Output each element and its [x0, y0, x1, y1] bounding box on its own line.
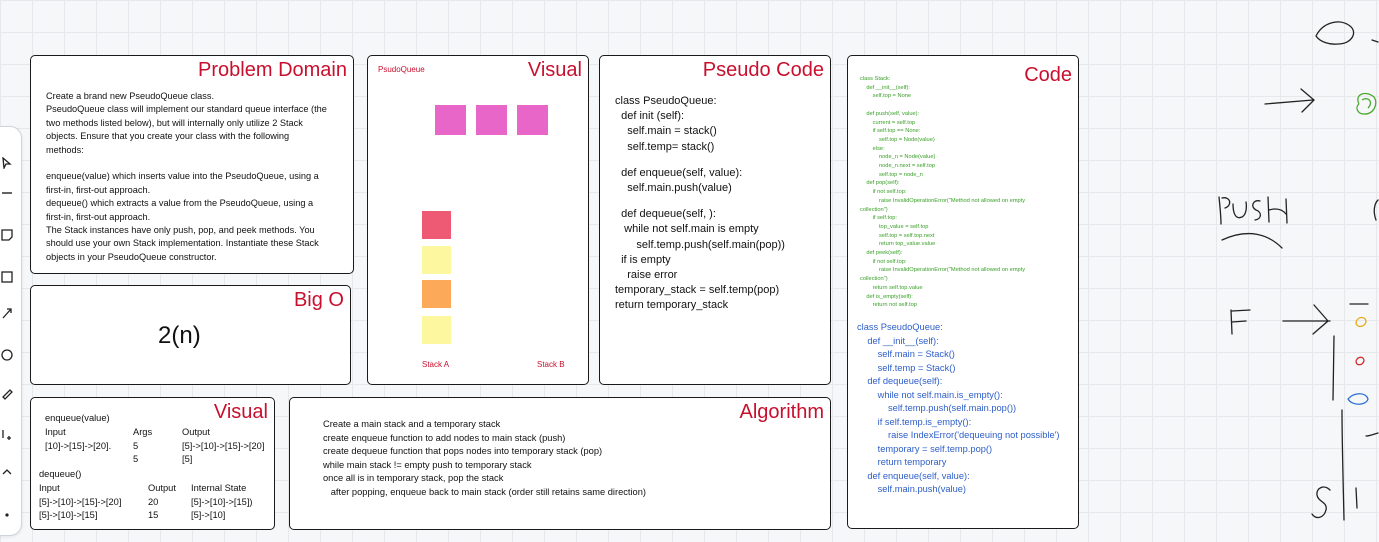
big-o-title: Big O — [293, 289, 344, 311]
visual-title: Visual — [527, 59, 582, 81]
algorithm-text: Create a main stack and a temporary stac… — [323, 418, 646, 500]
line-tool-icon[interactable] — [0, 185, 15, 201]
pseudo-code-line: def init (self): — [615, 110, 685, 123]
pseudo-code-line: self.temp.push(self.main(pop)) — [615, 238, 785, 251]
stack-a-item — [422, 316, 451, 344]
problem-domain-text: Create a brand new PseudoQueue class. Ps… — [46, 91, 327, 262]
pseudo-code-line: self.main = stack() — [615, 125, 717, 138]
table-row: [10]->[15]->[20]. 5 [5]->[10]->[15]->[20] — [45, 440, 275, 454]
more-icon[interactable] — [0, 507, 15, 523]
pseudo-code-text: class PseudoQueue: def init (self): self… — [615, 94, 785, 314]
table-cell: [5]->[10]->[15] — [39, 510, 98, 520]
left-toolbar — [0, 126, 22, 536]
queue-square — [517, 105, 548, 135]
add-icon[interactable] — [0, 427, 15, 443]
sticky-note-icon[interactable] — [0, 227, 15, 243]
frame-icon[interactable] — [0, 269, 15, 285]
connector-icon[interactable] — [0, 305, 15, 321]
table-header-row: Input Output Internal State — [39, 482, 275, 496]
algorithm-panel[interactable]: Algorithm Create a main stack and a temp… — [289, 397, 831, 530]
table-cell: Internal State — [191, 483, 247, 493]
comment-icon[interactable] — [0, 347, 15, 363]
algorithm-line: create enqueue function to add nodes to … — [323, 432, 566, 443]
table-cell: Output — [182, 427, 210, 437]
pseudo-code-title: Pseudo Code — [702, 59, 824, 81]
algorithm-line: Create a main stack and a temporary stac… — [323, 419, 501, 429]
table-cell — [45, 453, 133, 467]
table-cell: [5]->[10] — [191, 510, 226, 520]
dequeue-label: dequeue() — [39, 469, 82, 479]
dequeue-table: Input Output Internal State [5]->[10]->[15]… — [39, 482, 275, 523]
stack-a-label: Stack A — [422, 360, 450, 369]
stack-a-item — [422, 211, 451, 239]
queue-square — [476, 105, 507, 135]
problem-domain-title: Problem Domain — [198, 59, 347, 81]
stack-b-label: Stack B — [537, 360, 565, 369]
table-cell: [5]->[10]->[15]) — [191, 496, 253, 507]
pointer-icon[interactable] — [0, 155, 15, 171]
algorithm-line: while main stack != empty push to tempor… — [323, 459, 532, 470]
stack-a-item — [422, 246, 451, 274]
code-panel[interactable]: Code class Stack: def __init__(self): se… — [847, 55, 1079, 529]
pseudo-code-line: class PseudoQueue: — [615, 95, 717, 107]
algorithm-line: once all is in temporary stack, pop the … — [323, 473, 504, 484]
problem-domain-panel[interactable]: Problem Domain Create a brand new Pseudo… — [30, 55, 354, 274]
table-cell: 20 — [148, 496, 159, 507]
pseudo-code-line: self.temp= stack() — [615, 140, 715, 153]
table-cell: 5 — [133, 440, 139, 451]
psudoqueue-label: PsudoQueue — [378, 65, 425, 74]
table-cell: 15 — [148, 510, 159, 520]
table-row: [5]->[10]->[15] 15 [5]->[10] — [39, 509, 275, 523]
pseudoqueue-class-code: class PseudoQueue: def __init__(self): s… — [857, 322, 1060, 494]
chevron-icon[interactable] — [0, 465, 15, 481]
table-cell: [5]->[10]->[15]->[20] — [182, 440, 265, 451]
table-row: 5 [5] — [45, 453, 275, 467]
table-cell: [5] — [182, 454, 193, 464]
pseudo-code-line — [615, 196, 785, 207]
pseudo-code-line — [615, 155, 785, 166]
enqueue-table: Input Args Output [10]->[15]->[20]. 5 [5]->[1… — [45, 426, 275, 467]
big-o-panel[interactable]: Big O 2(n) — [30, 285, 351, 385]
table-cell: Args — [133, 427, 153, 437]
table-cell: Output — [148, 483, 176, 493]
big-o-value: 2(n) — [158, 322, 201, 349]
visual2-title: Visual — [213, 401, 268, 423]
table-cell: [5]->[10]->[15]->[20] — [39, 496, 122, 507]
table-header-row: Input Args Output — [45, 426, 275, 440]
stack-class-code: class Stack: def __init__(self): self.to… — [860, 76, 1026, 309]
stack-a-item — [422, 280, 451, 308]
pseudo-code-line: def enqueue(self, value): — [615, 166, 743, 179]
table-row: [5]->[10]->[15]->[20] 20 [5]->[10]->[15]) — [39, 496, 275, 510]
pseudo-code-line: temporary_stack = self.temp(pop) — [615, 284, 780, 297]
pseudo-code-line: raise error — [615, 269, 678, 282]
table-cell: Input — [39, 483, 60, 493]
algorithm-title: Algorithm — [739, 401, 824, 423]
table-cell: Input — [45, 427, 66, 437]
table-cell: [10]->[15]->[20]. — [45, 440, 112, 451]
code-title: Code — [1024, 64, 1072, 86]
visual-stacks-panel[interactable]: Visual PsudoQueue Stack A Stack B — [367, 55, 589, 385]
pseudo-code-line: while not self.main is empty — [615, 223, 759, 236]
pseudo-code-panel[interactable]: Pseudo Code class PseudoQueue: def init … — [599, 55, 831, 385]
algorithm-line: after popping, enqueue back to main stac… — [323, 486, 646, 497]
algorithm-line: create dequeue function that pops nodes … — [323, 446, 603, 457]
pen-icon[interactable] — [0, 385, 15, 401]
queue-square — [435, 105, 466, 135]
enqueue-label: enqueue(value) — [45, 413, 110, 423]
pseudo-code-line: self.main.push(value) — [615, 182, 732, 195]
pseudo-code-line: def dequeue(self, ): — [615, 208, 716, 221]
table-cell: 5 — [133, 454, 139, 464]
pseudo-code-line: return temporary_stack — [615, 299, 729, 312]
hand-sketch-drawing[interactable] — [1190, 0, 1379, 542]
pseudo-code-line: if is empty — [615, 253, 671, 266]
